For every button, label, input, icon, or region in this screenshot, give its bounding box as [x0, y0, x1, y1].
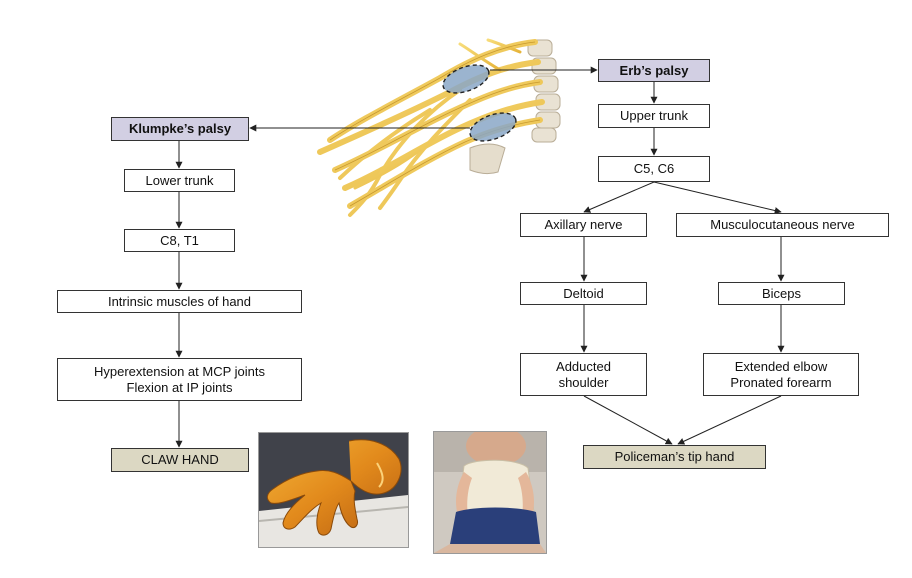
musculocutaneous-nerve-box: Musculocutaneous nerve	[676, 213, 889, 237]
lower-trunk-lesion-marker	[469, 112, 517, 142]
upper-trunk-box: Upper trunk	[598, 104, 710, 128]
adducted-shoulder-box: Adducted shoulder	[520, 353, 647, 396]
upper-trunk-lesion-marker	[442, 64, 490, 94]
biceps-box: Biceps	[718, 282, 845, 305]
deltoid-box: Deltoid	[520, 282, 647, 305]
elbow-forearm-box: Extended elbow Pronated forearm	[703, 353, 859, 396]
infant-drawing	[434, 432, 546, 553]
sign-line-mcp: Hyperextension at MCP joints	[93, 363, 265, 379]
c5-c6-box: C5, C6	[598, 156, 710, 182]
lower-trunk-box: Lower trunk	[124, 169, 235, 192]
erb-palsy-header: Erb’s palsy	[598, 59, 710, 82]
rib-shape	[469, 143, 506, 175]
spine-shape	[527, 39, 561, 143]
claw-hand-result: CLAW HAND	[111, 448, 249, 472]
klumpke-palsy-header: Klumpke’s palsy	[111, 117, 249, 141]
brachial-plexus-illustration	[317, 38, 561, 217]
c8-t1-box: C8, T1	[124, 229, 235, 252]
claw-hand-drawing	[259, 433, 408, 547]
axillary-nerve-box: Axillary nerve	[520, 213, 647, 237]
policemans-tip-result: Policeman’s tip hand	[583, 445, 766, 469]
sign-line-ip: Flexion at IP joints	[126, 379, 233, 395]
elbow-line2: Pronated forearm	[730, 374, 832, 390]
intrinsic-muscles-box: Intrinsic muscles of hand	[57, 290, 302, 313]
claw-hand-photo	[258, 432, 409, 548]
claw-hand-signs-box: Hyperextension at MCP joints Flexion at …	[57, 358, 302, 401]
adducted-line2: shoulder	[558, 374, 609, 390]
infant-erb-palsy-photo	[433, 431, 547, 554]
connector-arrows	[175, 66, 785, 448]
elbow-line1: Extended elbow	[734, 358, 828, 374]
adducted-line1: Adducted	[556, 358, 611, 374]
